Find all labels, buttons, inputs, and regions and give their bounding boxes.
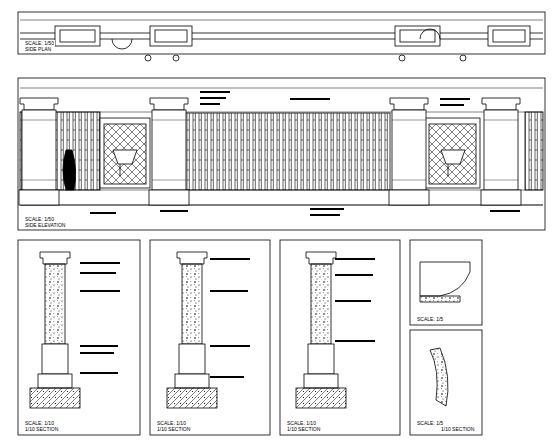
view-label: 1/10 SECTION bbox=[286, 426, 321, 432]
view-label: SCALE: 1/5 bbox=[416, 316, 444, 322]
view-label: 1/10 SECTION bbox=[24, 426, 59, 432]
view-label: SIDE PLAN bbox=[24, 46, 52, 52]
view-label: 1/10 SECTION bbox=[440, 426, 475, 432]
view-label: SIDE ELEVATION bbox=[24, 222, 66, 228]
view-label: 1/10 SECTION bbox=[156, 426, 191, 432]
